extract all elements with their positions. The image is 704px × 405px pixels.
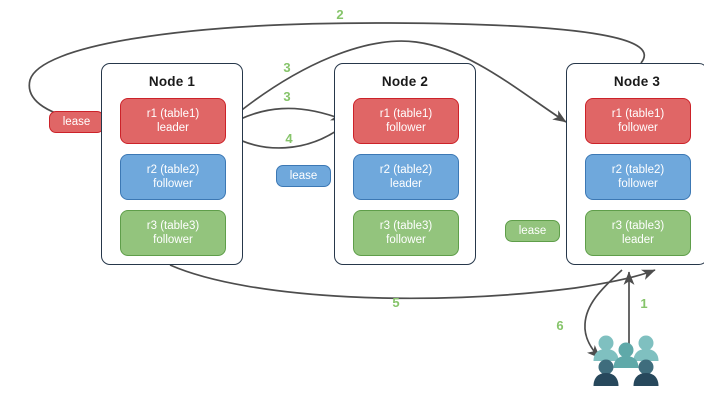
replica-line2: follower: [386, 122, 426, 134]
node-box-node3[interactable]: Node 3 r1 (table1) follower r2 (table2) …: [566, 63, 704, 265]
replica-n2r2[interactable]: r2 (table2) leader: [353, 154, 459, 200]
edge-step-5: [169, 264, 656, 300]
step-label-2: 2: [336, 7, 344, 22]
replica-line1: r2 (table2): [379, 164, 433, 176]
replica-n3r2[interactable]: r2 (table2) follower: [585, 154, 691, 200]
replica-line2: leader: [157, 122, 189, 134]
node-title: Node 1: [148, 74, 196, 89]
replica-n3r3[interactable]: r3 (table3) leader: [585, 210, 691, 256]
replica-n2r3[interactable]: r3 (table3) follower: [353, 210, 459, 256]
replica-line1: r3 (table3): [146, 220, 200, 232]
lease-label: lease: [289, 170, 318, 182]
replica-line1: r2 (table2): [611, 164, 665, 176]
replica-n2r1[interactable]: r1 (table1) follower: [353, 98, 459, 144]
node-box-node1[interactable]: Node 1 r1 (table1) leader r2 (table2) fo…: [101, 63, 243, 265]
lease-label: lease: [518, 225, 547, 237]
lease-badge-blue[interactable]: lease: [276, 165, 331, 187]
replica-line2: follower: [153, 178, 193, 190]
replica-line1: r1 (table1): [146, 108, 200, 120]
step-label-1: 1: [640, 296, 648, 311]
replica-line2: leader: [622, 234, 654, 246]
replica-n1r1[interactable]: r1 (table1) leader: [120, 98, 226, 144]
node-title: Node 3: [613, 74, 661, 89]
replica-line1: r3 (table3): [379, 220, 433, 232]
replica-line1: r3 (table3): [611, 220, 665, 232]
replica-line2: follower: [386, 234, 426, 246]
step-label-6: 6: [556, 318, 564, 333]
step-label-3-short: 3: [283, 89, 291, 104]
replica-line2: follower: [618, 122, 658, 134]
replica-n1r2[interactable]: r2 (table2) follower: [120, 154, 226, 200]
users-icon: [593, 335, 659, 386]
step-label-3-long: 3: [283, 60, 291, 75]
node-box-node2[interactable]: Node 2 r1 (table1) follower r2 (table2) …: [334, 63, 476, 265]
step-label-4: 4: [285, 131, 293, 146]
replica-n3r1[interactable]: r1 (table1) follower: [585, 98, 691, 144]
replica-line2: follower: [618, 178, 658, 190]
lease-badge-green[interactable]: lease: [505, 220, 560, 242]
replica-line1: r1 (table1): [611, 108, 665, 120]
lease-badge-red[interactable]: lease: [49, 111, 104, 133]
replica-line2: leader: [390, 178, 422, 190]
step-label-5: 5: [392, 295, 400, 310]
node-title: Node 2: [381, 74, 429, 89]
replica-line2: follower: [153, 234, 193, 246]
replica-n1r3[interactable]: r3 (table3) follower: [120, 210, 226, 256]
replica-line1: r1 (table1): [379, 108, 433, 120]
replica-line1: r2 (table2): [146, 164, 200, 176]
lease-label: lease: [62, 116, 91, 128]
